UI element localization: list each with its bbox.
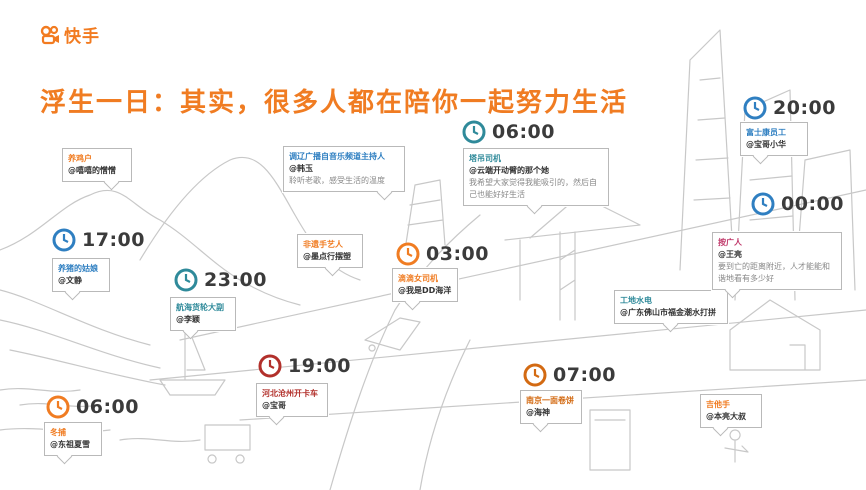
- story-author: @本亮大叔: [706, 412, 746, 421]
- story-bubble-s4: 冬捕 @东祖夏雪: [44, 422, 102, 456]
- clock-icon: [462, 120, 486, 144]
- story-time: 23:00: [204, 269, 267, 291]
- skyscraper-1: [679, 29, 736, 291]
- story-bubble-s8: 河北沧州开卡车 @宝哥: [256, 383, 328, 417]
- guitarist: [724, 429, 749, 463]
- story-author: @王亮: [718, 250, 742, 259]
- road-edge-left: [329, 214, 481, 490]
- story-bubble-s6: 非遗手艺人 @墨点行摆塑: [297, 234, 363, 268]
- clock-icon: [751, 192, 775, 216]
- story-author: @墨点行摆塑: [303, 252, 351, 261]
- story-time: 06:00: [492, 121, 555, 143]
- mountain-left: [0, 189, 301, 306]
- clock-s2: 17:00: [52, 228, 145, 252]
- story-time: 19:00: [288, 355, 351, 377]
- clock-icon: [396, 242, 420, 266]
- story-bubble-s13: 按广人 @王亮 要到亡的距离附近，人才能能和谐地看有多少好: [712, 232, 842, 290]
- story-tag: 富士康员工: [746, 128, 786, 137]
- clock-s8: 19:00: [258, 354, 351, 378]
- story-description: 我希望大家觉得我能吸引的，然后自己也能好好生活: [469, 178, 597, 199]
- clock-s9: 06:00: [462, 120, 555, 144]
- clock-s7: 03:00: [396, 242, 489, 266]
- story-author: @广东佛山市福金潮水打拼: [620, 308, 716, 317]
- story-bubble-s9: 塔吊司机 @云端开动臂的那个她 我希望大家觉得我能吸引的，然后自己也能好好生活: [463, 148, 609, 206]
- skyscraper-2: [734, 89, 796, 301]
- clock-s3: 23:00: [174, 268, 267, 292]
- story-time: 07:00: [553, 364, 616, 386]
- clock-s13: 00:00: [751, 192, 844, 216]
- story-bubble-s7: 滴滴女司机 @我是DD海洋: [392, 268, 458, 302]
- story-author: @李颖: [176, 315, 200, 324]
- story-author: @云端开动臂的那个她: [469, 166, 549, 175]
- story-author: @文静: [58, 276, 82, 285]
- story-tag: 塔吊司机: [469, 154, 501, 163]
- logo-text: 快手: [64, 27, 100, 47]
- kuaishou-logo: 快手: [40, 22, 100, 47]
- story-bubble-s2: 养猪的姑娘 @文静: [52, 258, 110, 292]
- house: [729, 299, 821, 371]
- story-author: @宝哥小华: [746, 140, 786, 149]
- story-bubble-s10: 南京一面卷饼 @海神: [520, 390, 582, 424]
- story-author: @东祖夏雪: [50, 440, 90, 449]
- story-author: @宝哥: [262, 401, 286, 410]
- story-description: 要到亡的距离附近，人才能能和谐地看有多少好: [718, 262, 830, 283]
- story-tag: 非遗手艺人: [303, 240, 343, 249]
- clock-s4: 06:00: [46, 395, 139, 419]
- clock-icon: [46, 395, 70, 419]
- story-bubble-s5: 调辽广播自音乐频道主持人 @韩玉 聆听老歌，感受生活的温度: [283, 146, 405, 192]
- clock-icon: [174, 268, 198, 292]
- story-tag: 养猪的姑娘: [58, 264, 98, 273]
- story-tag: 冬捕: [50, 428, 66, 437]
- skyscraper-3: [794, 149, 856, 291]
- food-stall: [589, 409, 631, 471]
- story-tag: 滴滴女司机: [398, 274, 438, 283]
- story-author: @韩玉: [289, 164, 313, 173]
- story-tag: 调辽广播自音乐频道主持人: [289, 152, 385, 161]
- story-bubble-s11: 工地水电 @广东佛山市福金潮水打拼: [614, 290, 728, 324]
- story-bubble-s1: 养鸡户 @嘻嘻的憎憎: [62, 148, 132, 182]
- story-time: 06:00: [76, 396, 139, 418]
- road-edge-right: [419, 339, 471, 490]
- clock-icon: [258, 354, 282, 378]
- clock-icon: [52, 228, 76, 252]
- ground-line-1: [179, 189, 866, 341]
- clock-icon: [523, 363, 547, 387]
- story-tag: 工地水电: [620, 296, 652, 305]
- story-author: @嘻嘻的憎憎: [68, 166, 116, 175]
- car: [364, 317, 421, 352]
- story-tag: 养鸡户: [68, 154, 92, 163]
- story-time: 20:00: [773, 97, 836, 119]
- story-tag: 航海货轮大副: [176, 303, 224, 312]
- mountain-terraces: [0, 289, 166, 386]
- clock-icon: [743, 96, 767, 120]
- kuaishou-logo-icon: [40, 25, 59, 44]
- story-time: 17:00: [82, 229, 145, 251]
- story-author: @我是DD海洋: [398, 286, 452, 295]
- clock-s12: 20:00: [743, 96, 836, 120]
- story-tag: 按广人: [718, 238, 742, 247]
- clock-s10: 07:00: [523, 363, 616, 387]
- story-tag: 南京一面卷饼: [526, 396, 574, 405]
- truck: [204, 424, 251, 464]
- tower-building: [404, 179, 446, 251]
- story-time: 03:00: [426, 243, 489, 265]
- story-tag: 吉他手: [706, 400, 730, 409]
- story-tag: 河北沧州开卡车: [262, 389, 318, 398]
- story-bubble-s14: 吉他手 @本亮大叔: [700, 394, 762, 428]
- story-time: 00:00: [781, 193, 844, 215]
- story-bubble-s12: 富士康员工 @宝哥小华: [740, 122, 808, 156]
- story-description: 聆听老歌，感受生活的温度: [289, 176, 385, 185]
- story-bubble-s3: 航海货轮大副 @李颖: [170, 297, 236, 331]
- story-author: @海神: [526, 408, 550, 417]
- page-title: 浮生一日：其实，很多人都在陪你一起努力生活: [40, 88, 629, 118]
